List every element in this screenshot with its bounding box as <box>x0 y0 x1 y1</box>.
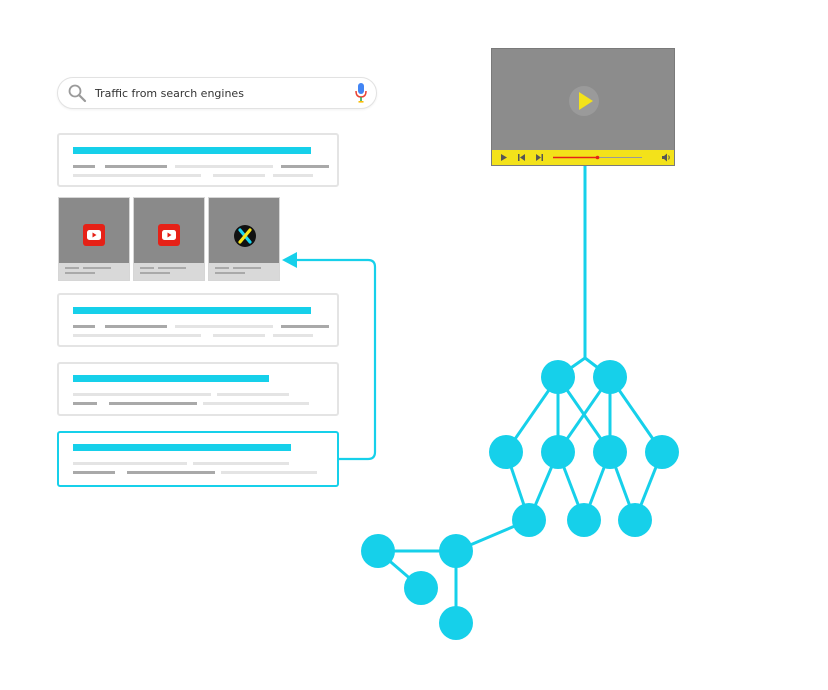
result-text-placeholder <box>273 174 313 177</box>
result-text-placeholder <box>175 165 273 168</box>
play-icon[interactable] <box>568 85 600 122</box>
search-input[interactable]: Traffic from search engines <box>95 87 244 100</box>
video-thumbnail[interactable] <box>133 197 205 281</box>
result-title-placeholder <box>73 375 269 382</box>
result-title-placeholder <box>73 444 291 451</box>
youtube-logo-icon <box>83 224 105 251</box>
result-text-placeholder <box>73 174 201 177</box>
result-text-placeholder <box>73 325 95 328</box>
result-text-placeholder <box>281 165 329 168</box>
video-thumbnail[interactable] <box>58 197 130 281</box>
result-text-placeholder <box>105 165 167 168</box>
thumbnail-caption <box>134 263 204 280</box>
result-text-placeholder <box>273 334 313 337</box>
result-title-placeholder <box>73 307 311 314</box>
video-thumbnail[interactable] <box>208 197 280 281</box>
result-text-placeholder <box>105 325 167 328</box>
result-text-placeholder <box>213 334 265 337</box>
result-text-placeholder <box>73 393 211 396</box>
microphone-icon[interactable] <box>355 82 367 109</box>
search-result-card[interactable] <box>57 133 339 187</box>
play-icon[interactable] <box>501 154 507 161</box>
thumbnail-caption <box>59 263 129 280</box>
search-result-card[interactable] <box>57 362 339 416</box>
highlighted-result-card[interactable] <box>57 431 339 487</box>
thumbnail-caption <box>209 263 279 280</box>
result-text-placeholder <box>217 393 289 396</box>
result-text-placeholder <box>203 402 309 405</box>
result-text-placeholder <box>73 165 95 168</box>
result-text-placeholder <box>175 325 273 328</box>
skip-back-icon[interactable] <box>518 154 525 161</box>
result-text-placeholder <box>73 402 97 405</box>
video-player[interactable] <box>491 48 675 166</box>
result-text-placeholder <box>127 471 215 474</box>
network-edges <box>377 166 664 623</box>
video-controls <box>492 150 674 165</box>
result-text-placeholder <box>281 325 329 328</box>
result-title-placeholder <box>73 147 311 154</box>
search-bar[interactable]: Traffic from search engines <box>57 77 377 109</box>
progress-bar[interactable] <box>553 155 642 160</box>
search-icon[interactable] <box>67 83 87 108</box>
network-nodes <box>361 360 679 640</box>
volume-icon[interactable] <box>662 153 670 162</box>
youtube-logo-icon <box>158 224 180 251</box>
result-text-placeholder <box>73 462 187 465</box>
feedback-arrow <box>282 252 377 461</box>
result-text-placeholder <box>109 402 197 405</box>
result-text-placeholder <box>73 471 115 474</box>
result-text-placeholder <box>221 471 317 474</box>
search-result-card[interactable] <box>57 293 339 347</box>
x-brand-logo-icon <box>233 224 257 253</box>
skip-forward-icon[interactable] <box>536 154 543 161</box>
result-text-placeholder <box>193 462 289 465</box>
result-text-placeholder <box>213 174 265 177</box>
result-text-placeholder <box>73 334 201 337</box>
